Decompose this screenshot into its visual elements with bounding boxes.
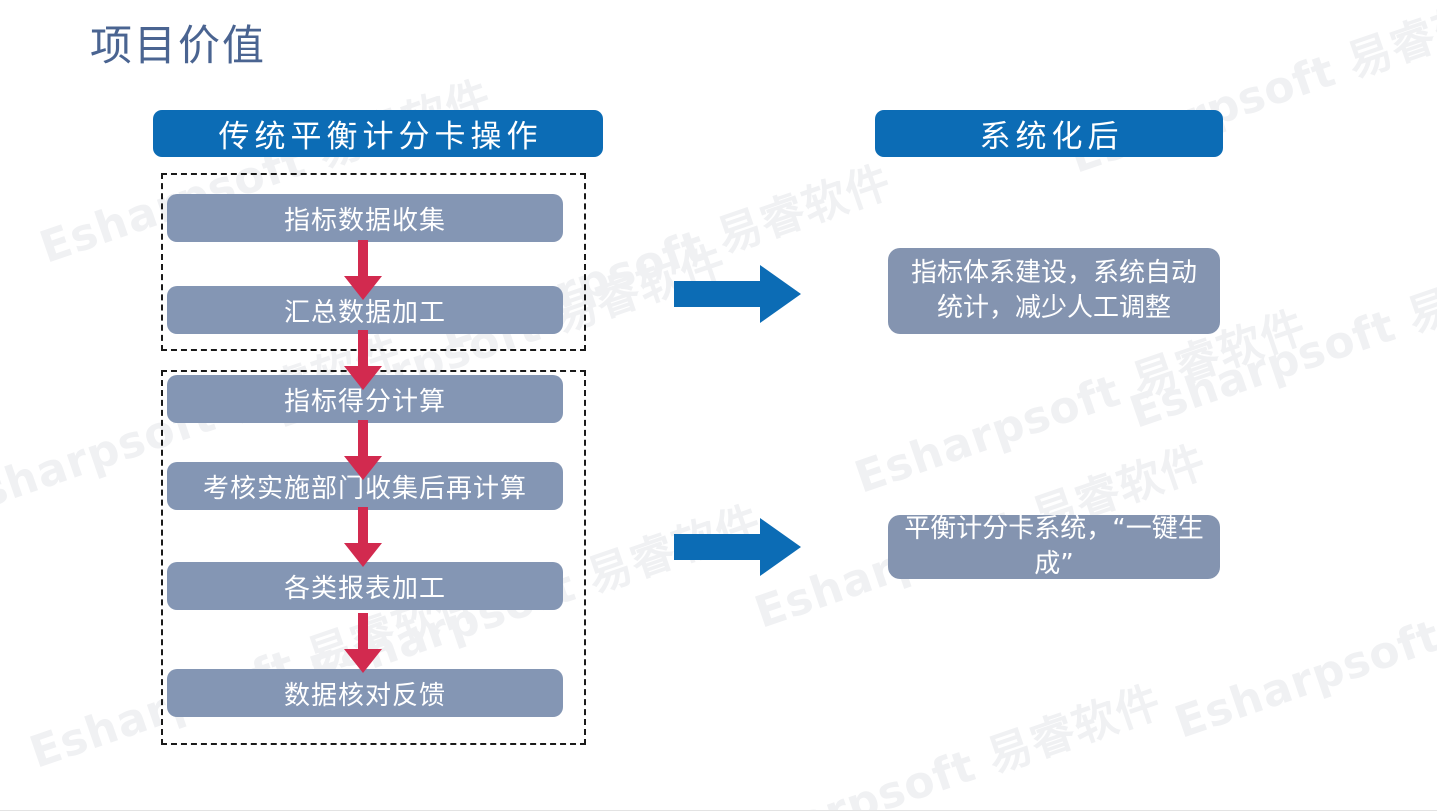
arrow-right-icon: [674, 518, 802, 576]
arrow-down-icon: [341, 507, 385, 569]
result-box[interactable]: 平衡计分卡系统，“一键生成”: [888, 514, 1220, 579]
banner-systemized: 系统化后: [875, 110, 1223, 157]
arrow-down-icon: [341, 330, 385, 392]
flow-step-box[interactable]: 指标数据收集: [167, 194, 563, 242]
banner-traditional: 传统平衡计分卡操作: [153, 110, 603, 157]
arrow-down-icon: [341, 613, 385, 675]
flow-step-box[interactable]: 数据核对反馈: [167, 669, 563, 717]
flow-step-box[interactable]: 各类报表加工: [167, 562, 563, 610]
watermark-text: Esharpsoft 易睿软件: [1064, 0, 1437, 184]
group-frame-data-collection: [161, 173, 586, 351]
arrow-down-icon: [341, 240, 385, 302]
page-title: 项目价值: [90, 21, 267, 70]
arrow-right-icon: [674, 265, 802, 323]
result-box[interactable]: 指标体系建设，系统自动统计，减少人工调整: [888, 248, 1220, 334]
arrow-down-icon: [341, 420, 385, 482]
watermark-text: Esharpsoft 易睿软件: [703, 676, 1168, 810]
